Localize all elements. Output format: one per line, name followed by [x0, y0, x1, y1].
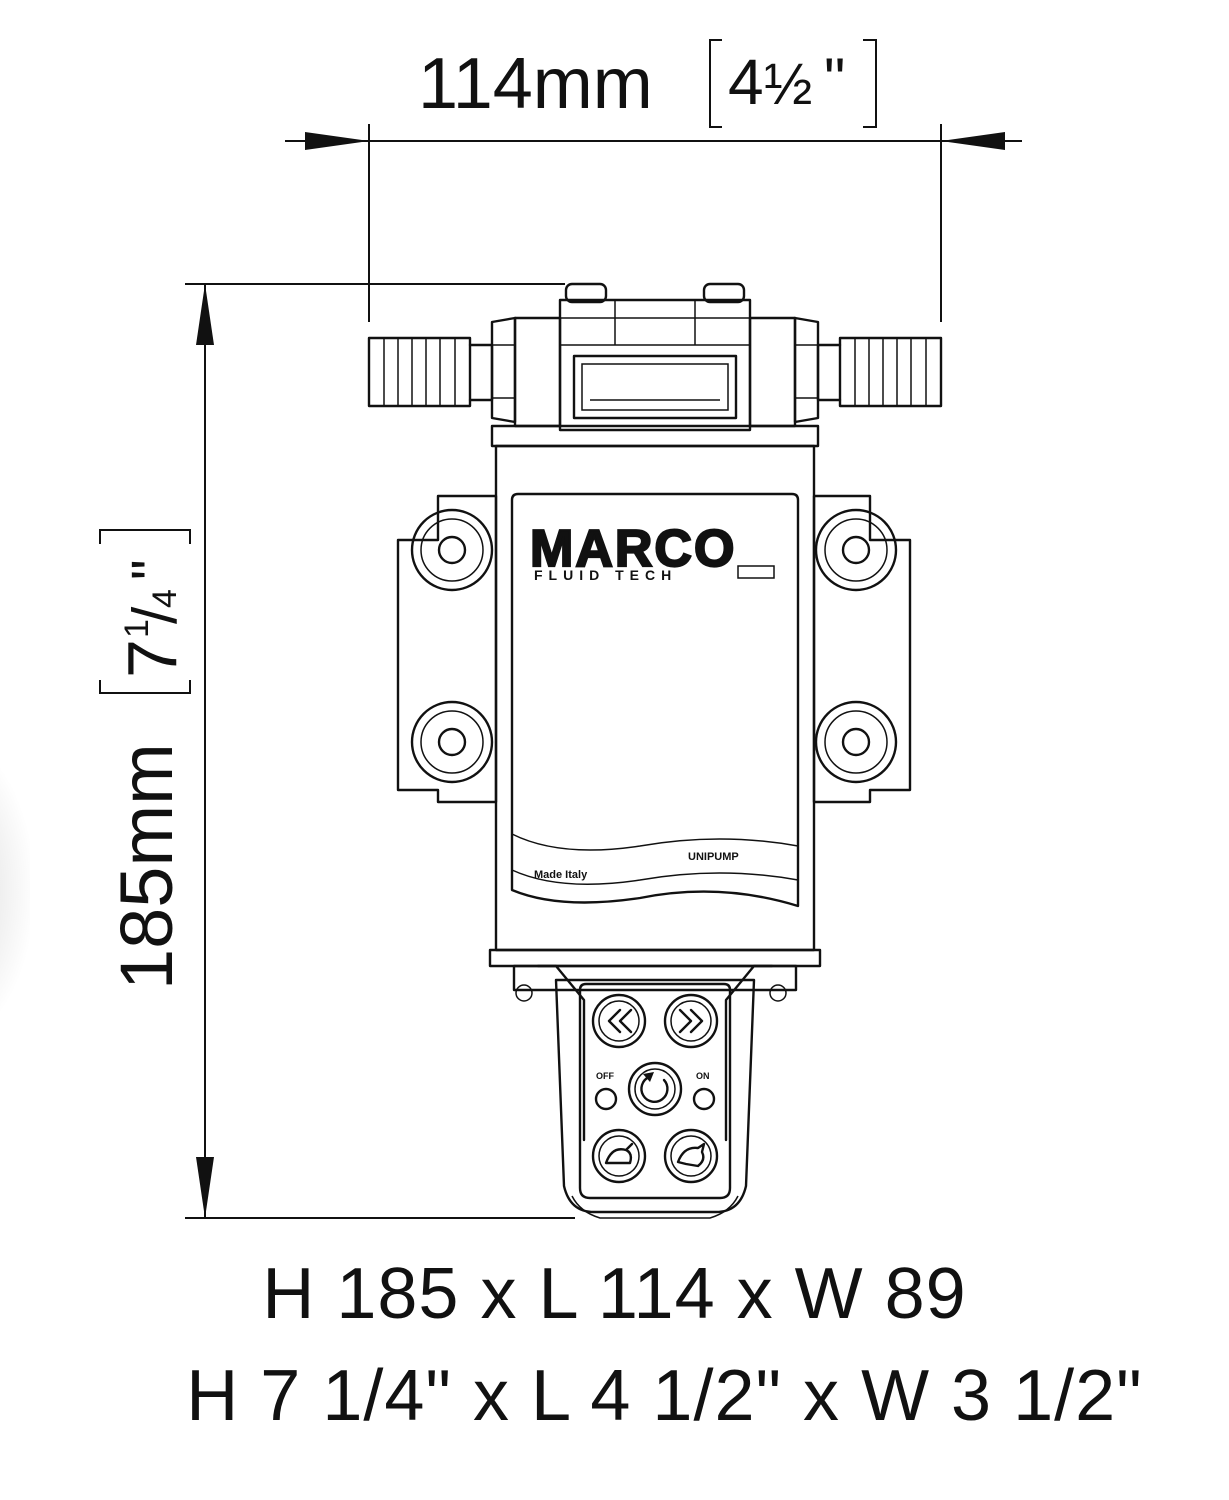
- height-imperial-whole: 7: [113, 639, 191, 678]
- left-mounting-bracket: [396, 494, 498, 804]
- reverse-icon: [607, 1008, 633, 1034]
- led-left-label: OFF: [596, 1071, 614, 1081]
- brand-logo: MARCO FLUID TECH: [529, 519, 775, 583]
- width-inch-mark: ": [824, 46, 845, 113]
- height-imperial-slash: /: [121, 606, 190, 624]
- right-mounting-bracket: [812, 494, 912, 804]
- fast-speed-icon: [676, 1142, 706, 1168]
- height-metric-text: 185mm: [105, 743, 188, 990]
- slow-speed-icon: [604, 1142, 634, 1165]
- height-arrow-top: [196, 284, 214, 345]
- control-box: [512, 964, 798, 1219]
- height-bracket-top: [99, 529, 191, 544]
- reverse-button[interactable]: [591, 993, 647, 1049]
- height-bracket-bottom: [99, 680, 191, 694]
- brand-name: MARCO: [530, 520, 736, 578]
- height-arrow-bottom: [196, 1157, 214, 1218]
- fast-speed-button[interactable]: [663, 1128, 719, 1184]
- width-imperial-fraction: ½: [764, 52, 812, 117]
- width-arrow-right: [941, 132, 1005, 150]
- right-hose-barb: [816, 336, 943, 408]
- height-inch-mark: ": [120, 559, 185, 580]
- background-shadow: [0, 740, 30, 1040]
- label-right-text: UNIPUMP: [688, 851, 739, 863]
- left-hose-barb: [367, 336, 494, 408]
- width-imperial-whole: 4: [728, 46, 764, 118]
- forward-button[interactable]: [663, 993, 719, 1049]
- technical-drawing: 114mm 4 ½ " 185mm 7 1 / 4 ": [99, 39, 1022, 1219]
- pump-outline: MARCO FLUID TECH Made Italy UNIPUMP: [367, 282, 943, 1219]
- forward-icon: [678, 1008, 704, 1034]
- height-imperial-numerator: 1: [118, 619, 156, 638]
- width-bracket-right: [863, 39, 877, 128]
- left-hex-nut: [490, 316, 562, 428]
- height-imperial-denominator: 4: [146, 589, 184, 608]
- pump-head: [558, 282, 752, 432]
- caption-imperial: H 7 1/4" x L 4 1/2" x W 3 1/2": [186, 1356, 1143, 1436]
- width-dimension: 114mm 4 ½ ": [285, 39, 1022, 322]
- slow-speed-button[interactable]: [591, 1128, 647, 1184]
- control-panel: OFF ON: [591, 993, 719, 1184]
- brand-subtitle: FLUID TECH: [534, 567, 677, 583]
- width-arrow-left: [305, 132, 369, 150]
- led-right: [692, 1087, 716, 1111]
- led-left: [594, 1087, 618, 1111]
- height-dimension: 185mm 7 1 / 4 ": [99, 283, 575, 1219]
- width-bracket-left: [709, 39, 722, 128]
- led-right-label: ON: [696, 1071, 710, 1081]
- motor-body: [488, 424, 822, 968]
- cycle-icon: [640, 1075, 669, 1103]
- width-metric-text: 114mm: [418, 44, 653, 124]
- right-hex-nut: [748, 316, 820, 428]
- cycle-button[interactable]: [627, 1061, 683, 1117]
- label-left-text: Made Italy: [534, 869, 588, 881]
- caption-metric: H 185 x L 114 x W 89: [262, 1254, 967, 1334]
